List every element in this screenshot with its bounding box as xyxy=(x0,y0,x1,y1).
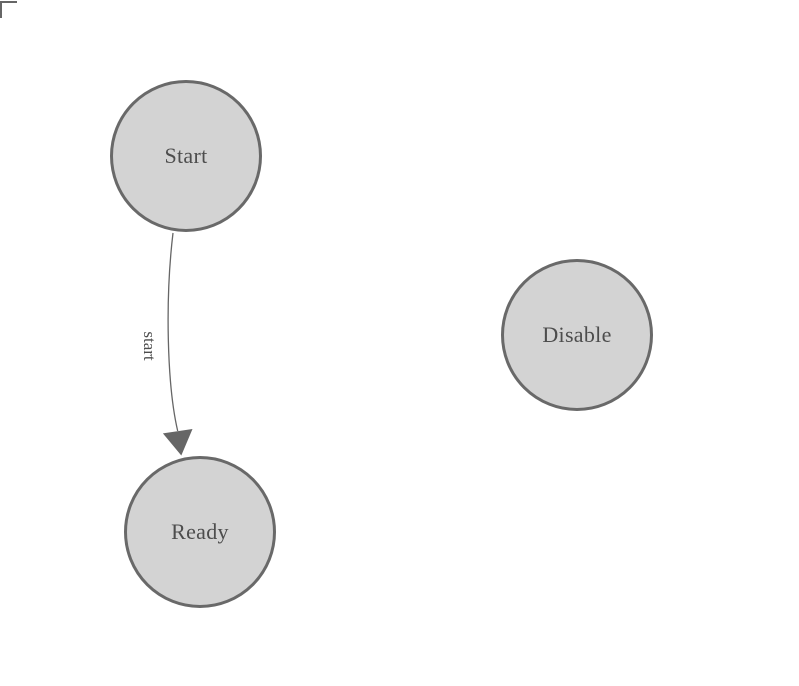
node-start-label: Start xyxy=(164,143,208,168)
arrowhead-icon xyxy=(162,429,193,456)
edge-start-to-ready[interactable] xyxy=(162,232,193,456)
edge-path[interactable] xyxy=(167,232,179,432)
node-start[interactable]: Start xyxy=(110,80,262,232)
edge-label-start: start xyxy=(140,331,159,361)
node-ready-label: Ready xyxy=(171,519,229,544)
node-ready[interactable]: Ready xyxy=(124,456,276,608)
canvas-origin-corner-icon xyxy=(0,1,17,18)
node-disable-label: Disable xyxy=(542,322,612,347)
node-disable[interactable]: Disable xyxy=(501,259,653,411)
